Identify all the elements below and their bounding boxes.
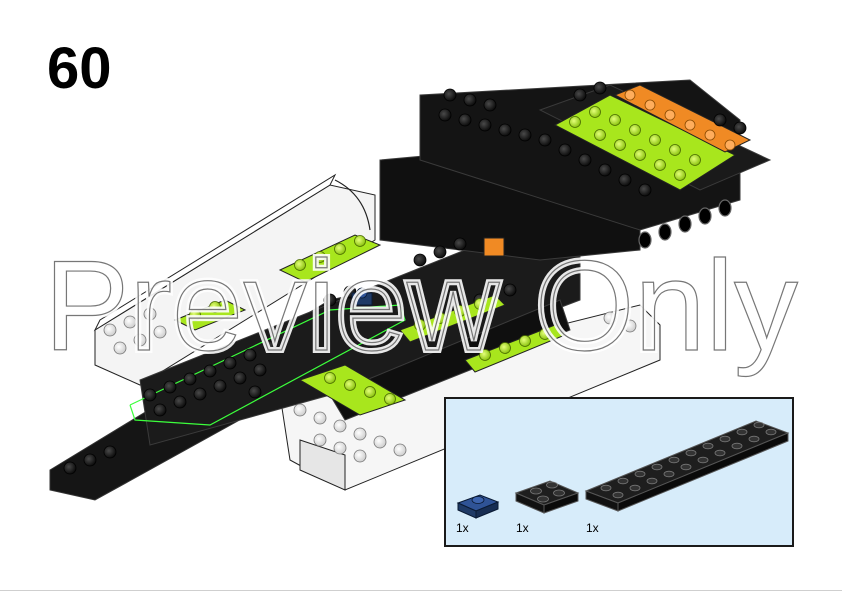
blue-plate <box>351 287 373 306</box>
studs-black <box>63 81 747 475</box>
technic-holes <box>638 199 732 249</box>
page-divider <box>0 590 842 591</box>
studs-lime <box>189 106 701 405</box>
step-number: 60 <box>47 36 112 101</box>
part-quantity: 1x <box>456 521 469 535</box>
part-quantity: 1x <box>516 521 529 535</box>
studs-orange <box>624 89 736 151</box>
parts-list-panel: 1x 1x 1x <box>444 397 794 547</box>
placement-highlight <box>129 304 406 426</box>
part-2x2-plate-black <box>514 480 580 514</box>
part-quantity: 1x <box>586 521 599 535</box>
part-1x1-plate-blue <box>456 494 500 519</box>
orange-tile <box>483 237 505 257</box>
studs-white <box>103 307 637 463</box>
part-2x10-plate-black <box>584 420 790 512</box>
